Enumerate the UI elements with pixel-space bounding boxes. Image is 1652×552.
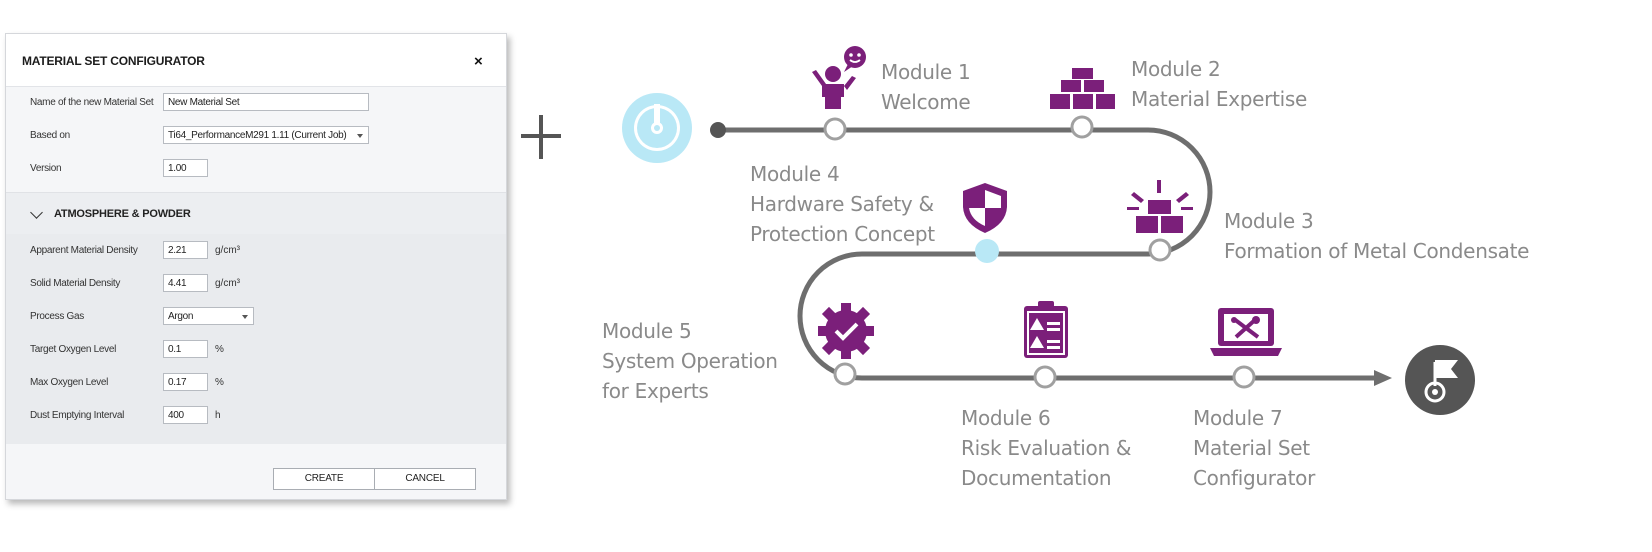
create-button[interactable]: CREATE	[273, 468, 375, 490]
module-6-label: Module 6 Risk Evaluation & Documentation	[961, 403, 1132, 493]
start-target-icon	[622, 93, 692, 163]
dust-interval-unit: h	[215, 410, 221, 421]
max-oxygen-label: Max Oxygen Level	[30, 377, 109, 388]
arrow-head	[1374, 370, 1392, 386]
apparent-density-input[interactable]: 2.21	[163, 241, 208, 259]
based-on-row: Based on Ti64_PerformanceM291 1.11 (Curr…	[6, 124, 506, 150]
module-7-line-2: Configurator	[1193, 466, 1316, 490]
max-oxygen-row: Max Oxygen Level 0.17 %	[6, 371, 506, 397]
module-6-line-2: Documentation	[961, 466, 1112, 490]
module-4-label: Module 4 Hardware Safety & Protection Co…	[750, 159, 935, 249]
plus-vertical	[539, 115, 543, 159]
based-on-select[interactable]: Ti64_PerformanceM291 1.11 (Current Job)	[163, 126, 369, 144]
module-6-title: Module 6	[961, 406, 1051, 430]
solid-density-input[interactable]: 4.41	[163, 274, 208, 292]
module-1-title: Module 1	[881, 60, 971, 84]
module-7-title: Module 7	[1193, 406, 1283, 430]
process-gas-row: Process Gas Argon	[6, 305, 506, 331]
shield-icon	[963, 183, 1007, 233]
target-oxygen-unit: %	[215, 344, 224, 355]
based-on-value: Ti64_PerformanceM291 1.11 (Current Job)	[168, 130, 347, 141]
version-label: Version	[30, 163, 62, 174]
glowing-bars-icon	[1127, 180, 1193, 233]
cancel-button[interactable]: CANCEL	[374, 468, 476, 490]
module-7-label: Module 7 Material Set Configurator	[1193, 403, 1315, 493]
module-5-title: Module 5	[602, 319, 692, 343]
module-5-label: Module 5 System Operation for Experts	[602, 316, 778, 406]
based-on-label: Based on	[30, 130, 70, 141]
close-icon[interactable]: ×	[474, 53, 483, 70]
module-6-line-1: Risk Evaluation &	[961, 436, 1132, 460]
module-4-line-1: Hardware Safety &	[750, 192, 934, 216]
chevron-down-icon[interactable]	[30, 206, 43, 219]
name-row: Name of the new Material Set New Materia…	[6, 91, 506, 117]
module-2-label: Module 2 Material Expertise	[1131, 54, 1307, 114]
finish-flag-icon	[1405, 345, 1475, 415]
module-7-line-1: Material Set	[1193, 436, 1310, 460]
material-set-name-input[interactable]: New Material Set	[163, 93, 369, 111]
milestone-node-1	[823, 117, 847, 141]
milestone-node-7	[1232, 365, 1256, 389]
module-4-line-2: Protection Concept	[750, 222, 935, 246]
section-title: ATMOSPHERE & POWDER	[54, 208, 191, 220]
module-1-label: Module 1 Welcome	[881, 57, 971, 117]
atmosphere-panel	[6, 234, 506, 444]
module-5-line-1: System Operation	[602, 349, 778, 373]
milestone-node-2	[1070, 115, 1094, 139]
atmosphere-powder-section[interactable]: ATMOSPHERE & POWDER	[6, 192, 506, 236]
solid-density-label: Solid Material Density	[30, 278, 121, 289]
dust-interval-input[interactable]: 400	[163, 406, 208, 424]
process-gas-label: Process Gas	[30, 311, 84, 322]
gear-check-icon	[818, 303, 874, 359]
target-oxygen-row: Target Oxygen Level 0.1 %	[6, 338, 506, 364]
target-oxygen-input[interactable]: 0.1	[163, 340, 208, 358]
welcome-person-icon	[812, 46, 866, 109]
milestone-node-5	[833, 362, 857, 386]
process-gas-value: Argon	[168, 311, 194, 322]
solid-density-unit: g/cm³	[215, 278, 240, 289]
dialog-title: MATERIAL SET CONFIGURATOR	[22, 54, 205, 68]
solid-density-row: Solid Material Density 4.41 g/cm³	[6, 272, 506, 298]
version-input[interactable]: 1.00	[163, 159, 208, 177]
clipboard-warning-icon	[1024, 301, 1068, 358]
max-oxygen-input[interactable]: 0.17	[163, 373, 208, 391]
roadmap-graphic	[622, 46, 1475, 415]
apparent-density-label: Apparent Material Density	[30, 245, 138, 256]
name-label: Name of the new Material Set	[30, 97, 154, 108]
module-4-title: Module 4	[750, 162, 840, 186]
track-start-dot	[710, 122, 726, 138]
module-2-line-1: Material Expertise	[1131, 87, 1308, 111]
chevron-down-icon	[242, 315, 248, 319]
max-oxygen-unit: %	[215, 377, 224, 388]
chevron-down-icon	[357, 134, 363, 138]
dialog-header: MATERIAL SET CONFIGURATOR ×	[6, 34, 506, 87]
version-row: Version 1.00	[6, 157, 506, 183]
milestone-node-4-current	[975, 239, 999, 263]
process-gas-select[interactable]: Argon	[163, 307, 254, 325]
milestone-node-6	[1033, 365, 1057, 389]
module-5-line-2: for Experts	[602, 379, 709, 403]
laptop-tools-icon	[1210, 308, 1282, 356]
module-3-line-1: Formation of Metal Condensate	[1224, 239, 1530, 263]
roadmap-track	[715, 127, 1381, 381]
plus-icon	[521, 111, 561, 161]
apparent-density-unit: g/cm³	[215, 245, 240, 256]
material-set-dialog: MATERIAL SET CONFIGURATOR × Name of the …	[5, 33, 507, 500]
module-2-title: Module 2	[1131, 57, 1221, 81]
target-oxygen-label: Target Oxygen Level	[30, 344, 117, 355]
apparent-density-row: Apparent Material Density 2.21 g/cm³	[6, 239, 506, 265]
material-bars-icon	[1050, 68, 1115, 109]
dust-interval-label: Dust Emptying Interval	[30, 410, 124, 421]
module-3-label: Module 3 Formation of Metal Condensate	[1224, 206, 1529, 266]
module-roadmap: Module 1 Welcome Module 2 Material Exper…	[580, 0, 1652, 552]
milestone-node-3	[1148, 238, 1172, 262]
dust-interval-row: Dust Emptying Interval 400 h	[6, 404, 506, 430]
module-1-line-1: Welcome	[881, 90, 971, 114]
module-3-title: Module 3	[1224, 209, 1314, 233]
